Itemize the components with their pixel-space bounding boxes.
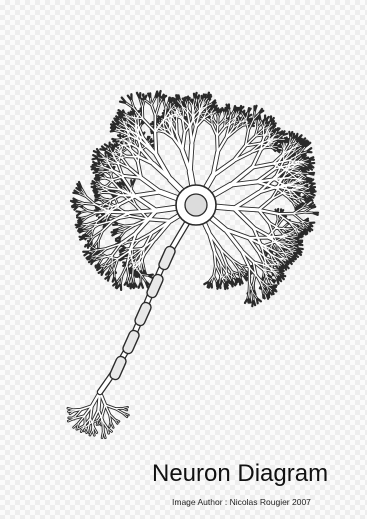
dendrite-branch	[212, 117, 213, 125]
dendrite-branch-outline	[286, 261, 288, 265]
dendrite-branch-outline	[204, 95, 206, 99]
dendrite-branch-outline	[91, 167, 96, 168]
dendrite-branch-outline	[77, 217, 81, 218]
dendrite-branch-outline	[79, 228, 83, 230]
dendrite-branch	[141, 178, 160, 192]
dendrite-branch-outline	[112, 128, 116, 129]
dendrite-branch	[206, 106, 207, 111]
dendrite-branch-outline	[277, 278, 279, 284]
dendrite-branch-outline	[120, 135, 122, 138]
dendrite-branch-outline	[120, 250, 125, 251]
dendrite-branch-outline	[310, 207, 315, 208]
nucleus	[185, 194, 207, 216]
dendrite-branch	[284, 150, 285, 161]
dendrite-branch	[138, 118, 139, 127]
dendrite-branch-outline	[282, 134, 287, 135]
dendrite-branch	[130, 211, 156, 213]
dendrite-branch-outline	[299, 169, 303, 170]
dendrite-branch-outline	[308, 173, 313, 174]
dendrite-branch-outline	[113, 277, 115, 282]
dendrite-branch	[155, 132, 156, 155]
dendrite-branch	[217, 136, 218, 152]
dendrite-branch-outline	[83, 235, 88, 237]
dendrite-branch	[190, 145, 192, 172]
soma	[176, 185, 216, 225]
dendrite-branch	[176, 123, 177, 135]
dendrite-branch-outline	[191, 100, 192, 104]
dendrite-branch-outline	[252, 300, 253, 306]
dendrite-branch-outline	[185, 98, 186, 102]
dendrite-branch-outline	[198, 95, 199, 99]
dendrite-branch-outline	[211, 106, 212, 111]
dendrite-branch-outline	[284, 138, 285, 143]
dendrite-branch-outline	[164, 96, 165, 102]
dendrite-branch	[234, 192, 259, 208]
dendrite-branch-outline	[304, 220, 308, 221]
dendrite-branch-outline	[240, 108, 241, 113]
dendrite-branch-outline	[245, 298, 248, 303]
dendrite-branch-outline	[132, 180, 135, 186]
dendrite-branch-outline	[114, 229, 119, 230]
dendrite-branch	[148, 219, 171, 221]
dendrite-branch-outline	[277, 146, 281, 147]
dendrite-branch-outline	[139, 282, 141, 288]
dendrite-branch-outline	[309, 187, 315, 188]
myelin-sheath	[134, 301, 153, 327]
dendrite-branch	[96, 212, 109, 213]
dendrite-branch-outline	[272, 286, 276, 287]
myelin-sheath	[109, 355, 128, 381]
dendrite-branch-outline	[310, 193, 315, 195]
dendrite-branch-outline	[96, 174, 100, 175]
dendrite-branch-outline	[179, 95, 180, 99]
dendrite-branch	[293, 214, 302, 221]
dendrite-branch-outline	[224, 283, 225, 289]
dendrite-branch	[234, 208, 259, 210]
diagram-title: Neuron Diagram	[152, 460, 328, 488]
dendrite-branch-outline	[217, 281, 218, 286]
dendrite-branch-outline	[259, 114, 260, 120]
dendrite-branch-outline	[298, 244, 303, 245]
dendrite-branch	[259, 199, 272, 210]
dendrite-branch	[89, 224, 99, 225]
image-author-credit: Image Author : Nicolas Rougier 2007	[172, 497, 311, 507]
dendrite-branch-outline	[102, 173, 104, 175]
dendrite-branch-outline	[257, 298, 258, 303]
dendrite-branch-outline	[77, 211, 82, 212]
dendrite-branch	[110, 212, 131, 213]
myelin-sheath	[158, 245, 177, 271]
myelin-sheath	[122, 329, 141, 355]
dendrite-branch-outline	[291, 132, 293, 137]
